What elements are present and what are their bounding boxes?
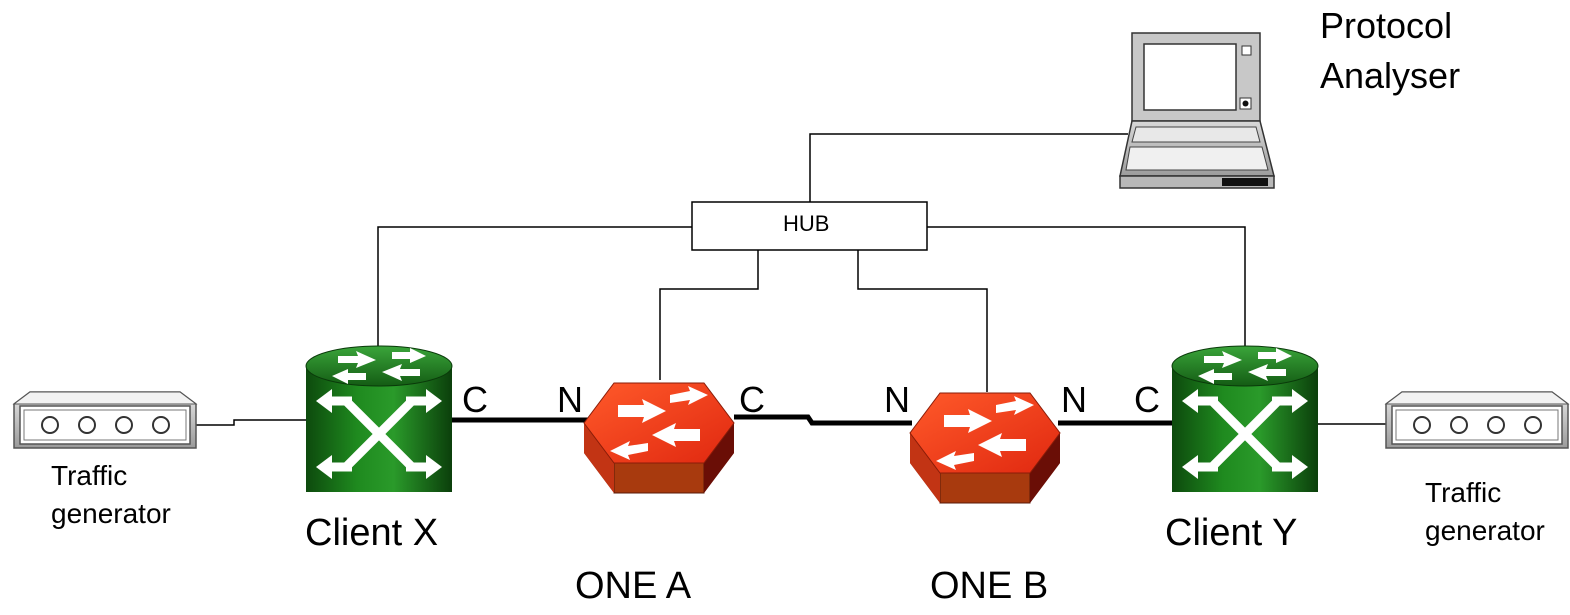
traffic-generator-left-icon bbox=[13, 391, 197, 449]
protocol-analyser-label-line1: Protocol bbox=[1320, 5, 1453, 46]
link-hub-analyser bbox=[809, 133, 1128, 202]
client-y-label: Client Y bbox=[1165, 512, 1298, 554]
one-a-label: ONE A bbox=[575, 565, 692, 607]
one-b-port-right-label: N bbox=[1061, 379, 1087, 420]
trunk-links bbox=[452, 414, 1174, 426]
link-hub-one-a bbox=[659, 250, 759, 380]
one-b-router-icon bbox=[909, 392, 1061, 504]
client-y-port-label: C bbox=[1134, 379, 1160, 420]
protocol-analyser-label-line2: Analyser bbox=[1320, 55, 1461, 96]
hub-label: HUB bbox=[783, 211, 830, 236]
link-hub-client-x bbox=[377, 226, 692, 348]
one-b-port-left-label: N bbox=[884, 379, 910, 420]
trunk-one-a-one-b bbox=[734, 414, 912, 426]
hub-box bbox=[691, 201, 928, 251]
link-tg-left-client-x bbox=[196, 419, 306, 426]
one-a-router-icon bbox=[583, 382, 735, 494]
one-a-port-left-label: N bbox=[557, 379, 583, 420]
one-a-port-right-label: C bbox=[739, 379, 765, 420]
link-hub-one-b bbox=[857, 250, 988, 392]
client-x-port-label: C bbox=[462, 379, 488, 420]
client-x-switch-icon bbox=[306, 346, 452, 492]
client-x-label: Client X bbox=[305, 512, 439, 554]
link-hub-client-y bbox=[927, 226, 1246, 348]
laptop-icon bbox=[1119, 32, 1275, 189]
traffic-generator-left-line2: generator bbox=[51, 498, 171, 529]
traffic-generator-right-line1: Traffic bbox=[1425, 477, 1502, 508]
traffic-generator-right-icon bbox=[1385, 391, 1569, 449]
client-y-switch-icon bbox=[1172, 346, 1318, 492]
traffic-generator-left-line1: Traffic bbox=[51, 460, 128, 491]
traffic-generator-left-label: Traffic generator bbox=[51, 457, 171, 533]
traffic-generator-right-label: Traffic generator bbox=[1425, 474, 1545, 550]
hub-connections bbox=[196, 133, 1388, 426]
traffic-generator-right-line2: generator bbox=[1425, 515, 1545, 546]
one-b-label: ONE B bbox=[930, 565, 1049, 607]
